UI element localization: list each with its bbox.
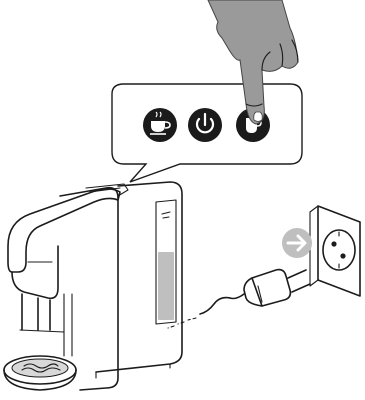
insert-arrow-badge	[282, 228, 312, 258]
drip-tray	[4, 356, 76, 390]
power-cord	[168, 298, 230, 328]
espresso-button[interactable]	[143, 108, 177, 142]
power-button[interactable]	[188, 108, 222, 142]
wall-socket	[310, 206, 360, 296]
power-plug	[230, 270, 310, 306]
coffee-machine	[4, 182, 182, 390]
